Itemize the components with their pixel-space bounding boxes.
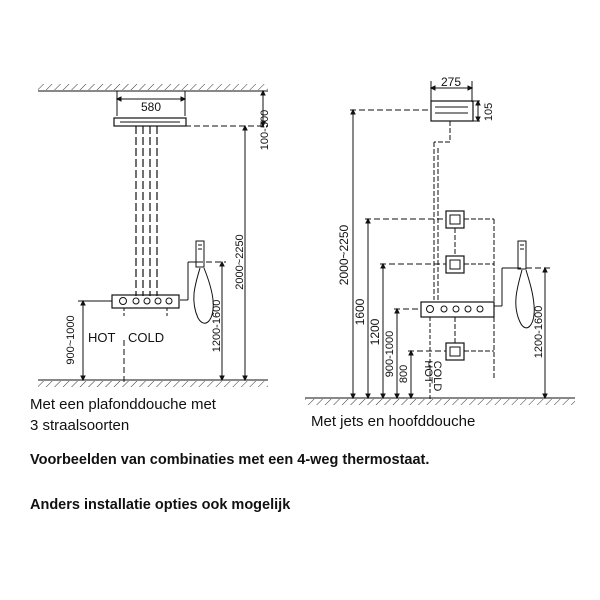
left-caption-line1: Met een plafonddouche met (30, 396, 216, 413)
right-1200-dim: 1200 (368, 318, 382, 345)
footer-line2: Anders installatie opties ook mogelijk (30, 497, 291, 513)
right-thermostat-mixer (420, 301, 495, 318)
left-total-height-dim: 2000~2250 (234, 234, 246, 289)
jet-bottom (445, 342, 465, 361)
left-diagram (38, 84, 268, 387)
left-hot-label: HOT (88, 330, 116, 345)
right-mixer-height-dim: 900-1000 (384, 331, 396, 378)
right-hot-label: HOT (422, 360, 434, 384)
right-floor-hatch (305, 399, 575, 405)
right-800-dim: 800 (398, 365, 410, 383)
jet-middle (445, 255, 465, 274)
right-diagram (305, 81, 575, 405)
right-1600-dim: 1600 (353, 298, 367, 325)
right-hand-shower-dim: 1200-1600 (533, 306, 545, 359)
left-ceiling-dim: 100-500 (259, 110, 271, 150)
right-hand-shower (517, 240, 527, 270)
left-ceiling-hatch (38, 84, 268, 90)
left-mixer-height-dim: 900~1000 (65, 315, 77, 364)
left-caption-line2: 3 straalsoorten (30, 417, 130, 434)
right-width-dim: 275 (441, 75, 461, 89)
left-hand-shower (195, 240, 205, 268)
left-hand-shower-dim: 1200-1600 (211, 300, 223, 353)
left-floor-hatch (38, 381, 268, 387)
right-total-height-dim: 2000~2250 (337, 224, 351, 285)
left-cold-label: COLD (128, 330, 164, 345)
jet-top (445, 210, 465, 229)
right-head-shower (430, 100, 474, 122)
right-cold-label: COLD (431, 361, 443, 392)
left-thermostat-mixer (111, 294, 180, 309)
right-depth-dim: 105 (483, 103, 495, 121)
footer-line1: Voorbeelden van combinaties met een 4-we… (30, 452, 430, 468)
right-caption: Met jets en hoofddouche (311, 413, 476, 430)
left-width-dim: 580 (141, 100, 161, 114)
